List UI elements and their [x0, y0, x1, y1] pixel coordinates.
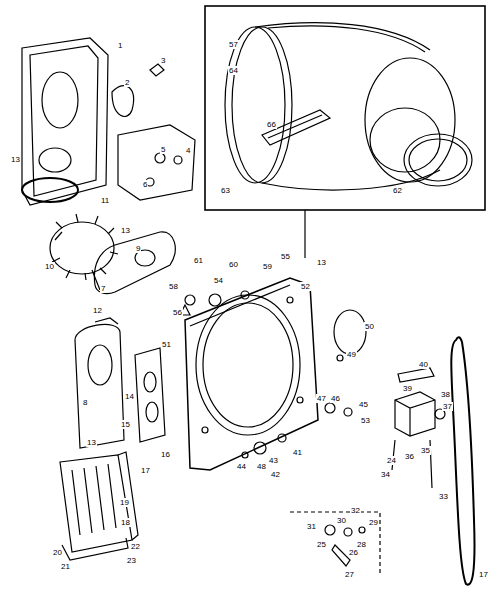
- thermostat: [118, 125, 195, 200]
- callout-number: 8: [82, 398, 88, 407]
- callout-number: 13: [120, 226, 131, 235]
- callout-number: 62: [392, 186, 403, 195]
- callout-number: 22: [130, 542, 141, 551]
- callout-number: 9: [135, 244, 141, 253]
- callout-number: 3: [160, 56, 166, 65]
- callout-number: 31: [306, 522, 317, 531]
- callout-number: 6: [142, 180, 148, 189]
- callout-number: 10: [44, 262, 55, 271]
- callout-number: 7: [100, 284, 106, 293]
- callout-number: 43: [268, 456, 279, 465]
- callout-number: 39: [402, 384, 413, 393]
- callout-number: 45: [358, 400, 369, 409]
- callout-number: 19: [119, 498, 130, 507]
- callout-number: 58: [168, 282, 179, 291]
- callout-number: 25: [316, 540, 327, 549]
- callout-number: 15: [120, 420, 131, 429]
- callout-number: 24: [386, 456, 397, 465]
- callout-number: 26: [348, 548, 359, 557]
- callout-number: 29: [368, 518, 379, 527]
- callout-number: 41: [292, 448, 303, 457]
- inset-frame: [205, 6, 485, 210]
- callout-number: 66: [266, 120, 277, 129]
- callout-number: 35: [420, 446, 431, 455]
- leader: [304, 210, 305, 258]
- callout-number: 17: [478, 570, 489, 579]
- callout-number: 63: [220, 186, 231, 195]
- callout-number: 34: [380, 470, 391, 479]
- callout-number: 61: [193, 256, 204, 265]
- callout-number: 33: [438, 492, 449, 501]
- callout-number: 2: [124, 78, 130, 87]
- callout-number: 40: [418, 360, 429, 369]
- callout-number: 46: [330, 394, 341, 403]
- motor: [392, 368, 445, 488]
- callout-number: 38: [440, 390, 451, 399]
- callout-number: 54: [213, 276, 224, 285]
- callout-number: 51: [161, 340, 172, 349]
- callout-number: 60: [228, 260, 239, 269]
- callout-number: 44: [236, 462, 247, 471]
- callout-number: 13: [10, 155, 21, 164]
- callout-number: 1: [117, 41, 123, 50]
- callout-number: 55: [280, 252, 291, 261]
- callout-number: 36: [404, 452, 415, 461]
- callout-number: 32: [350, 506, 361, 515]
- callout-number: 12: [92, 306, 103, 315]
- callout-number: 4: [185, 146, 191, 155]
- callout-number: 52: [300, 282, 311, 291]
- callout-number: 20: [52, 548, 63, 557]
- heater-box: [60, 452, 138, 560]
- callout-number: 48: [256, 462, 267, 471]
- callout-number: 37: [442, 402, 453, 411]
- callout-number: 49: [346, 350, 357, 359]
- drum: [225, 23, 472, 190]
- callout-number: 64: [228, 66, 239, 75]
- callout-number: 23: [126, 556, 137, 565]
- callout-number: 56: [172, 308, 183, 317]
- callout-number: 42: [270, 470, 281, 479]
- callout-number: 17: [140, 466, 151, 475]
- callout-number: 13: [86, 438, 97, 447]
- callout-number: 11: [100, 196, 110, 205]
- callout-number: 59: [262, 262, 273, 271]
- callout-number: 21: [60, 562, 71, 571]
- idler: [290, 512, 380, 575]
- callout-number: 18: [120, 518, 131, 527]
- callout-number: 30: [336, 516, 347, 525]
- callout-number: 57: [228, 40, 239, 49]
- callout-number: 50: [364, 322, 375, 331]
- callout-number: 5: [160, 145, 166, 154]
- callout-number: 14: [124, 392, 135, 401]
- blower: [50, 214, 175, 294]
- front-bulkhead: [180, 278, 366, 470]
- heater-duct: [75, 318, 165, 448]
- callout-number: 47: [316, 394, 327, 403]
- callout-number: 53: [360, 416, 371, 425]
- callout-number: 13: [316, 258, 327, 267]
- belt: [451, 337, 474, 584]
- rear-duct: [22, 38, 164, 205]
- callout-number: 16: [160, 450, 171, 459]
- callout-number: 27: [344, 570, 355, 579]
